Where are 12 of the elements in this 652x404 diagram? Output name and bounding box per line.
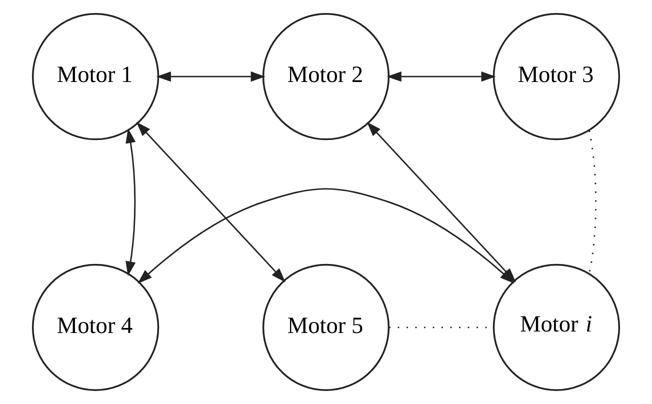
node-circle: Motor 1	[32, 12, 160, 140]
node-circle: Motor 4	[32, 264, 160, 392]
arrow	[136, 122, 286, 282]
arrow	[126, 128, 136, 276]
node-circle: Motor 2	[262, 12, 390, 140]
node-circle: Motor 3	[492, 12, 620, 140]
connector	[588, 130, 597, 274]
node-circle: Motor i	[492, 264, 620, 392]
arrow	[386, 71, 496, 82]
arrow	[156, 71, 266, 82]
arrow	[138, 188, 514, 284]
node-circle: Motor 5	[262, 264, 390, 392]
